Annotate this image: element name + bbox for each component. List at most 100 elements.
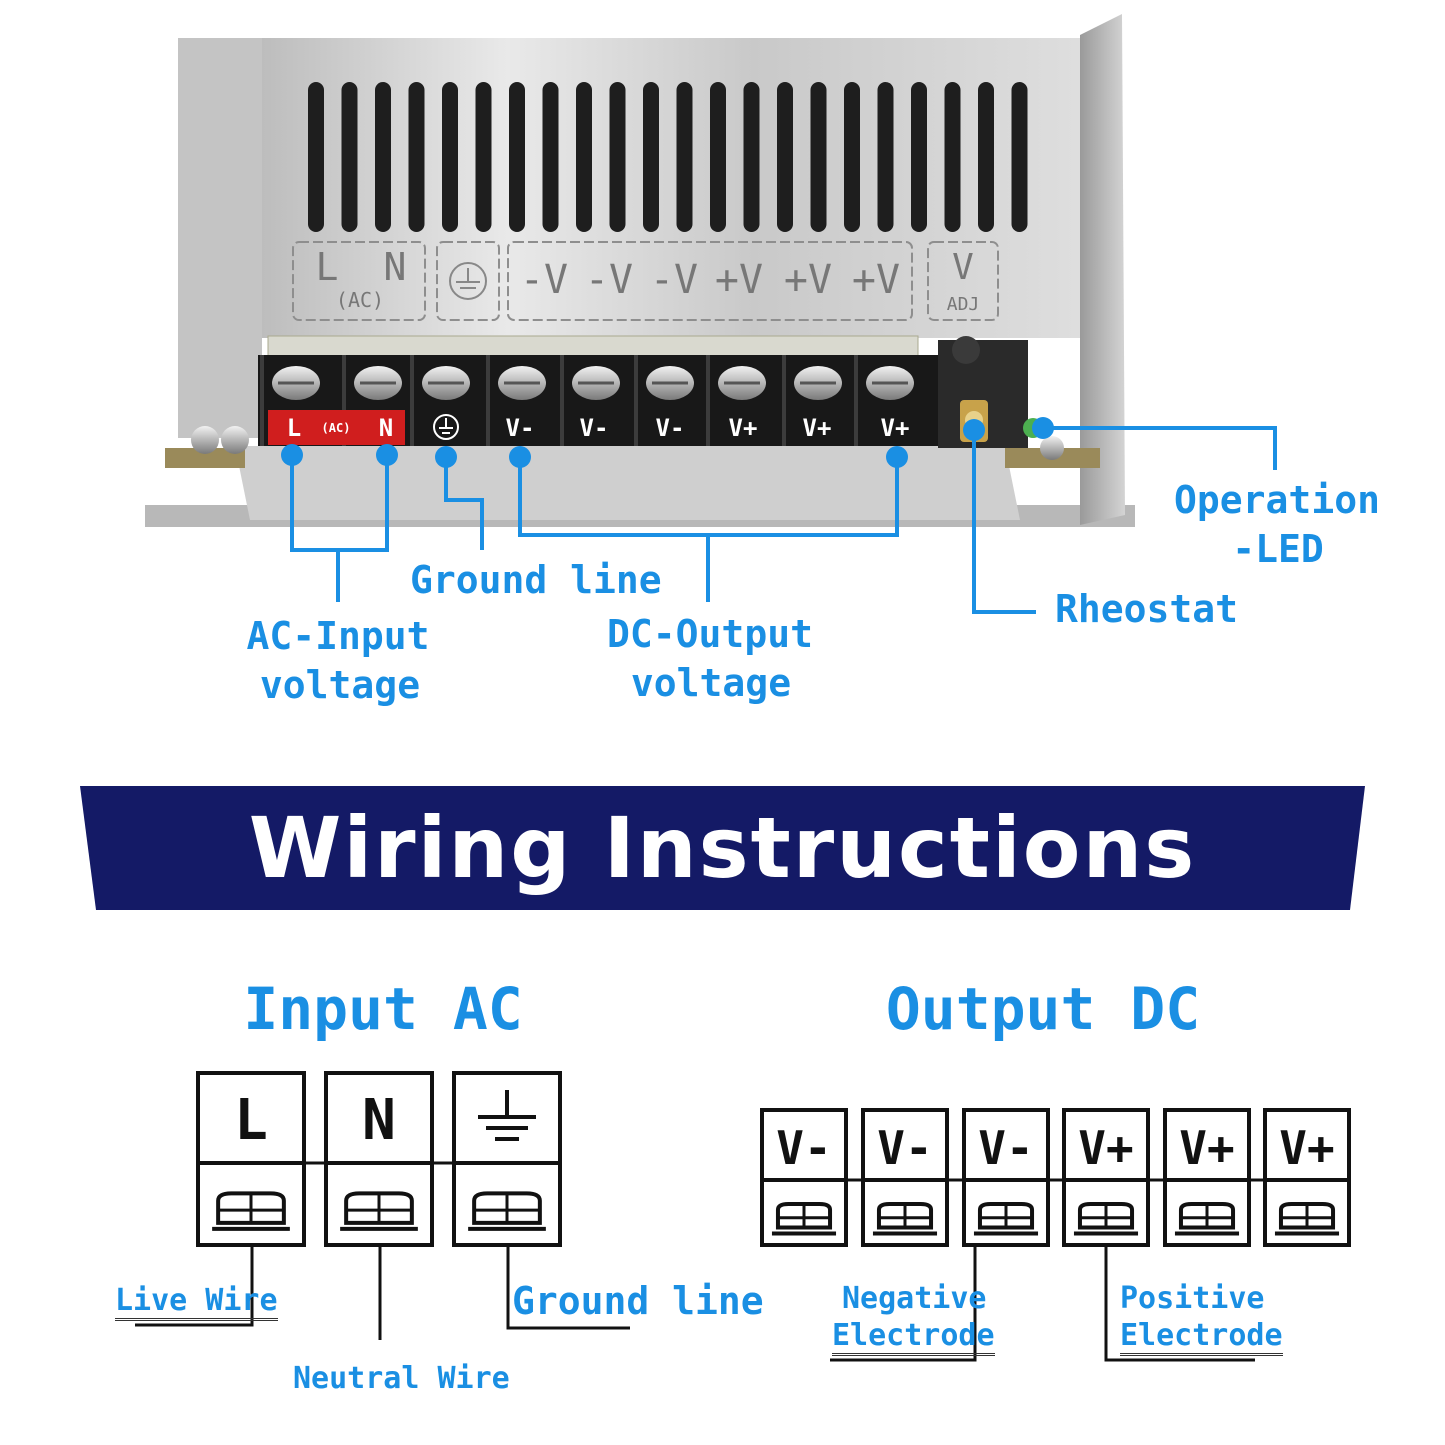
- dc-terminal-4-clamp: [1077, 1202, 1135, 1230]
- vent-slot: [777, 82, 793, 232]
- power-supply-unit: [145, 14, 1135, 527]
- ac-terminal-2-clamp: [344, 1191, 414, 1225]
- banner-title: Wiring Instructions: [248, 799, 1197, 897]
- callout-rheostat: Rheostat: [1055, 587, 1239, 631]
- ac-terminal-label-l: L: [234, 1088, 268, 1153]
- terminal-cover-strip: [267, 335, 919, 357]
- cover-label-dc-3: -V: [649, 257, 699, 303]
- terminal-divider: [486, 355, 490, 450]
- ground-wire-label: Ground line: [512, 1279, 764, 1323]
- terminal-label-n: N: [378, 414, 394, 442]
- terminal-ground-icon: [433, 414, 459, 440]
- cover-label-l: L: [315, 245, 339, 289]
- base-screw-left: [191, 426, 219, 454]
- dc-terminal-3-clamp: [977, 1202, 1035, 1230]
- ac-ground-symbol-icon: [478, 1090, 536, 1141]
- vent-slot: [810, 82, 827, 232]
- cover-label-v: V: [952, 247, 974, 288]
- input-ac-terminal-block: [196, 1071, 562, 1247]
- callout-lines: [290, 426, 1277, 614]
- cover-label-ac: (AC): [335, 288, 385, 312]
- terminal-label-l: L: [286, 414, 302, 442]
- vent-slot: [308, 82, 324, 232]
- psu-side-panel: [1080, 14, 1125, 525]
- vent-slot: [442, 82, 458, 232]
- vent-slot: [877, 82, 894, 232]
- cover-ac-box: [292, 241, 426, 321]
- dc-terminal-label-1: V-: [776, 1121, 832, 1175]
- vent-slot: [375, 82, 391, 232]
- cover-label-dc-2: -V: [584, 257, 634, 303]
- callout-ac-input-line1: AC-Input: [246, 614, 430, 658]
- negative-electrode-label-line2: Electrode: [832, 1321, 995, 1356]
- pcb-edge-left: [165, 448, 245, 468]
- vent-slot: [911, 82, 927, 232]
- positive-wire-line: [1104, 1245, 1255, 1362]
- terminal-screws: [272, 366, 914, 400]
- terminal-divider: [854, 355, 858, 450]
- terminal-label-v-minus-3: V-: [655, 414, 685, 442]
- terminal-divider: [782, 355, 786, 450]
- vent-slot: [743, 82, 760, 232]
- cover-label-dc-1: -V: [519, 257, 569, 303]
- positive-electrode-label-line2: Electrode: [1120, 1321, 1283, 1356]
- vent-slot: [475, 82, 492, 232]
- led-leader: [1043, 426, 1277, 470]
- terminal-label-v-minus-2: V-: [579, 414, 609, 442]
- vent-slots: [308, 82, 1028, 232]
- ac-terminal-2: [324, 1071, 434, 1247]
- ground-leader: [444, 458, 484, 550]
- vent-slot: [341, 82, 358, 232]
- psu-lower-housing: [235, 446, 1020, 520]
- output-dc-terminal-block: [760, 1108, 1351, 1247]
- callout-ground-line: Ground line: [410, 558, 662, 602]
- vent-slot: [643, 82, 659, 232]
- cover-label-n: N: [383, 245, 407, 289]
- dc-terminal-label-5: V+: [1179, 1121, 1235, 1175]
- callout-dots: [281, 417, 1054, 468]
- banner-background: [80, 786, 1365, 910]
- ac-label-plate: [268, 410, 405, 445]
- terminal-label-v-plus-2: V+: [802, 414, 832, 442]
- dc-wires: [830, 1245, 1255, 1362]
- vent-slot: [408, 82, 425, 232]
- terminal-divider: [560, 355, 564, 450]
- terminal-label-v-plus-3: V+: [880, 414, 910, 442]
- ac-terminal-label-n: N: [362, 1088, 396, 1153]
- neutral-wire-label: Neutral Wire: [293, 1361, 510, 1396]
- terminal-label-v-plus-1: V+: [728, 414, 758, 442]
- vent-slot: [676, 82, 693, 232]
- output-dc-heading: Output DC: [885, 975, 1201, 1043]
- callout-dc-output-line2: voltage: [630, 661, 792, 705]
- positive-electrode-label-line1: Positive: [1120, 1281, 1265, 1316]
- dc-terminal-label-4: V+: [1078, 1121, 1134, 1175]
- cover-dc-box: [507, 241, 913, 321]
- terminal-divider: [260, 355, 264, 450]
- cover-label-dc-4: +V: [714, 257, 764, 303]
- live-wire-line: [135, 1245, 254, 1327]
- dc-terminal-5-clamp: [1178, 1202, 1236, 1230]
- cover-label-adj: ADJ: [946, 294, 980, 315]
- cover-adj-box: [927, 241, 999, 321]
- input-ac-heading: Input AC: [243, 975, 523, 1043]
- callout-dc-output-line1: DC-Output: [607, 612, 813, 656]
- vent-slot: [944, 82, 961, 232]
- vent-slot: [1011, 82, 1028, 232]
- dc-terminal-label-2: V-: [877, 1121, 933, 1175]
- terminal-label-v-minus-1: V-: [505, 414, 535, 442]
- cover-ground-icon: [449, 262, 487, 300]
- vent-slot: [710, 82, 726, 232]
- callout-operation-line1: Operation: [1174, 478, 1380, 522]
- terminal-divider: [706, 355, 710, 450]
- vent-slot: [576, 82, 592, 232]
- ac-wires: [135, 1245, 630, 1340]
- terminal-dividers: [260, 355, 858, 450]
- rheostat-leader: [972, 430, 1036, 614]
- vent-slot: [542, 82, 559, 232]
- callout-ac-input-line2: voltage: [259, 663, 421, 707]
- base-screw-right: [1040, 436, 1064, 460]
- terminal-divider: [410, 355, 414, 450]
- ac-terminal-1-clamp: [216, 1191, 286, 1225]
- psu-cover: [262, 38, 1080, 338]
